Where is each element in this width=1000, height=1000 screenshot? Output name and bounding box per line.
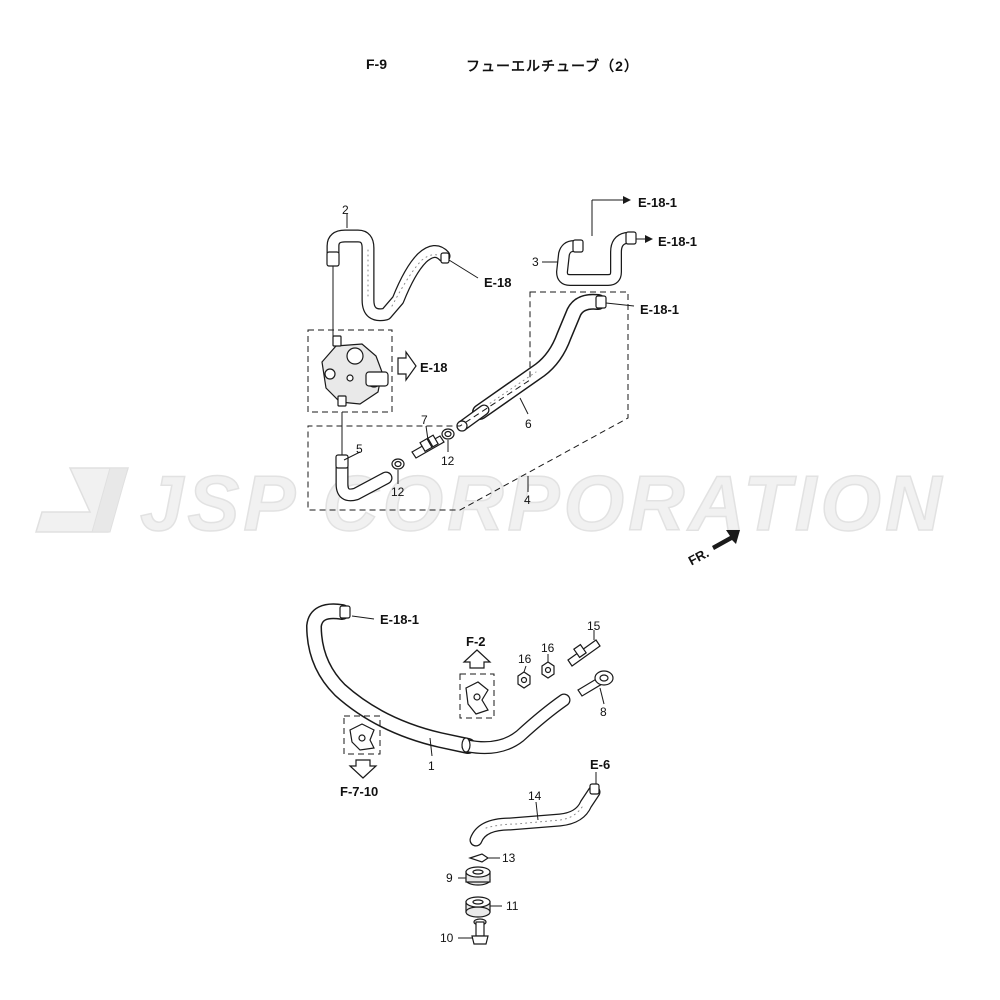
- grommet-9[interactable]: [465, 866, 491, 886]
- page-title: フューエルチューブ（2）: [466, 58, 639, 74]
- part-number-7: 7: [421, 413, 428, 427]
- reference-e18-a[interactable]: E-18: [484, 275, 511, 290]
- part-number-2: 2: [342, 203, 349, 217]
- leader-e18-1-d: [351, 615, 375, 620]
- clip-f2[interactable]: [465, 681, 489, 715]
- part-number-3: 3: [532, 255, 539, 269]
- reference-e18-b[interactable]: E-18: [420, 360, 447, 375]
- leader-5: [343, 451, 361, 461]
- leader-1: [429, 737, 433, 757]
- page-header: F-9 フューエルチューブ（2）: [0, 56, 1000, 78]
- leader-7: [425, 425, 429, 441]
- leader-e18-1-c: [605, 302, 635, 307]
- nut-16-a[interactable]: [517, 671, 531, 689]
- page-code: F-9: [366, 56, 387, 72]
- hose-5[interactable]: [335, 454, 393, 502]
- fuel-pump[interactable]: [321, 335, 389, 407]
- part-number-15: 15: [587, 619, 601, 633]
- watermark-logo-mark: [34, 467, 130, 533]
- banjo-8[interactable]: [577, 670, 614, 697]
- hose-2[interactable]: [326, 229, 451, 322]
- seal-11[interactable]: [465, 896, 491, 918]
- joint-7[interactable]: [411, 434, 445, 459]
- clip-12-a[interactable]: [391, 458, 405, 470]
- part-13[interactable]: [468, 853, 490, 863]
- nut-16-b[interactable]: [541, 661, 555, 679]
- reference-e18-1-b[interactable]: E-18-1: [658, 234, 697, 249]
- reference-e18-1-c[interactable]: E-18-1: [640, 302, 679, 317]
- part-number-13: 13: [502, 851, 516, 865]
- part-number-6: 6: [525, 417, 532, 431]
- part-number-16-b: 16: [541, 641, 555, 655]
- watermark-text: JSP CORPORATION: [140, 459, 945, 547]
- hose-14[interactable]: [469, 783, 601, 847]
- front-label: FR.: [686, 545, 712, 568]
- part-number-4: 4: [524, 493, 531, 507]
- reference-e6[interactable]: E-6: [590, 757, 610, 772]
- part-number-12-b: 12: [441, 454, 455, 468]
- arrow-up-f2[interactable]: [462, 649, 492, 669]
- clip-12-b[interactable]: [441, 428, 455, 440]
- part-number-1: 1: [428, 759, 435, 773]
- leader-14: [535, 801, 539, 821]
- reference-f7-10[interactable]: F-7-10: [340, 784, 378, 799]
- part-number-14: 14: [528, 789, 542, 803]
- part-number-5: 5: [356, 442, 363, 456]
- fitting-10[interactable]: [471, 918, 489, 945]
- part-number-8: 8: [600, 705, 607, 719]
- joint-15[interactable]: [567, 639, 601, 667]
- leader-6: [519, 397, 529, 415]
- arrow-to-e18-b[interactable]: [397, 350, 417, 382]
- hose-3[interactable]: [556, 231, 637, 286]
- watermark: JSP CORPORATION: [34, 458, 945, 548]
- reference-f2[interactable]: F-2: [466, 634, 486, 649]
- leader-16-a: [523, 665, 527, 673]
- part-number-11: 11: [506, 899, 519, 913]
- part-number-10: 10: [440, 931, 454, 945]
- pump-assembly-box: [307, 329, 393, 413]
- leader-8: [599, 687, 605, 705]
- hose-6[interactable]: [456, 293, 607, 432]
- leader-e18-a: [448, 259, 479, 279]
- reference-e18-1-a[interactable]: E-18-1: [638, 195, 677, 210]
- clip-box-f2: [459, 673, 495, 719]
- hose-1[interactable]: [306, 603, 571, 755]
- clip-box-f7-10: [343, 715, 381, 755]
- part-number-16-a: 16: [518, 652, 532, 666]
- reference-e18-1-d[interactable]: E-18-1: [380, 612, 419, 627]
- part-number-12-a: 12: [391, 485, 405, 499]
- hose-4-assembly-outline: [307, 291, 629, 511]
- arrow-down-f7-10[interactable]: [348, 759, 378, 779]
- clip-f7-10[interactable]: [349, 723, 375, 751]
- part-number-9: 9: [446, 871, 453, 885]
